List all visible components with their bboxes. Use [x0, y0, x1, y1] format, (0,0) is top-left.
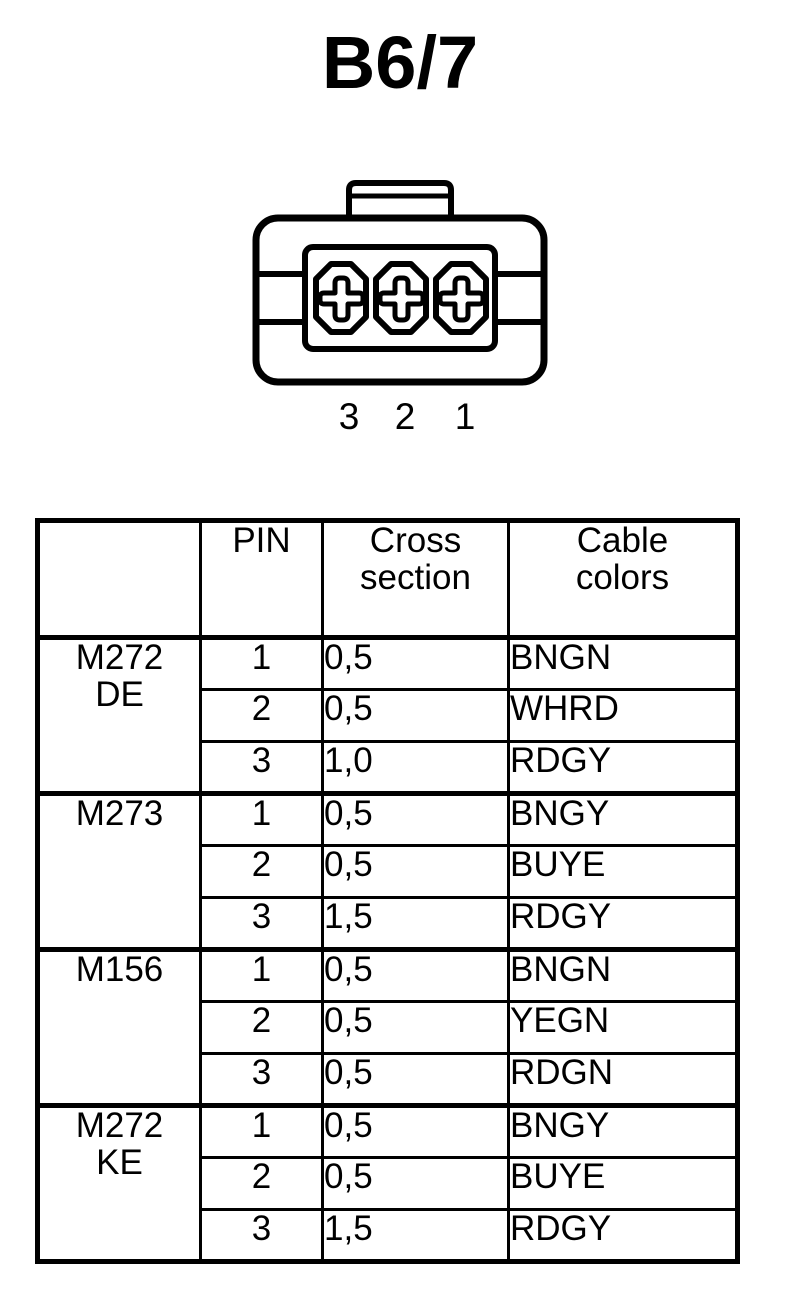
side-ledge-left [256, 271, 307, 325]
header-pin: PIN [199, 519, 324, 639]
connector-body [252, 214, 548, 386]
cross-section-cell: 0,5 [321, 947, 510, 1003]
cable-color-cell: BUYE [507, 1156, 739, 1211]
cavity-housing [302, 244, 498, 352]
cross-section-cell: 0,5 [321, 844, 510, 899]
pin-cell: 2 [199, 1156, 324, 1211]
pin-cell: 2 [199, 688, 324, 743]
header-cable-colors: Cable colors [507, 519, 739, 639]
pin-number-row: 3 2 1 [0, 398, 800, 442]
connector-svg [252, 180, 548, 386]
pin-cell: 1 [199, 947, 324, 1003]
cable-color-cell: RDGY [507, 1208, 739, 1263]
header-cross-section: Cross section [321, 519, 510, 639]
cable-color-cell: BNGY [507, 791, 739, 847]
engine-code-line1: M272 [75, 638, 164, 677]
pin-cell: 1 [199, 635, 324, 691]
pin-cell: 1 [199, 791, 324, 847]
locking-tab-icon [346, 180, 454, 218]
engine-code-cell: M273 [36, 791, 202, 951]
engine-code-line1: M273 [75, 794, 164, 833]
connector-diagram [0, 170, 800, 455]
pin-cell: 3 [199, 896, 324, 951]
header-cable-colors-line2: colors [575, 557, 670, 597]
engine-code-line2: KE [96, 1142, 143, 1182]
engine-code-line1: M272 [75, 1106, 164, 1145]
pin-cell: 3 [199, 740, 324, 795]
cavity-pin-2 [373, 261, 429, 335]
pin-number-3: 3 [338, 396, 360, 437]
pin-cell: 3 [199, 1208, 324, 1263]
cable-color-cell: YEGN [507, 1000, 739, 1055]
engine-code-line1: M156 [75, 950, 164, 989]
cable-color-cell: WHRD [507, 688, 739, 743]
cable-color-cell: RDGY [507, 896, 739, 951]
engine-code-line2: DE [95, 674, 144, 714]
cross-section-cell: 0,5 [321, 635, 510, 691]
pin-cell: 1 [199, 1103, 324, 1159]
cable-color-cell: BNGN [507, 947, 739, 1003]
cross-section-cell: 1,5 [321, 896, 510, 951]
cross-section-cell: 0,5 [321, 1156, 510, 1211]
pin-cell: 2 [199, 1000, 324, 1055]
cable-color-cell: BNGY [507, 1103, 739, 1159]
pin-cell: 3 [199, 1052, 324, 1107]
cable-color-cell: BUYE [507, 844, 739, 899]
pin-number-1: 1 [454, 396, 476, 437]
cross-section-cell: 0,5 [321, 1103, 510, 1159]
pin-number-2: 2 [394, 396, 416, 437]
header-cross-section-line1: Cross [369, 521, 462, 560]
engine-code-cell: M156 [36, 947, 202, 1107]
cross-section-cell: 0,5 [321, 1000, 510, 1055]
cross-section-cell: 0,5 [321, 791, 510, 847]
cavity-pin-3 [313, 261, 369, 335]
cross-section-cell: 1,0 [321, 740, 510, 795]
pin-cell: 2 [199, 844, 324, 899]
header-cable-colors-line1: Cable [576, 521, 669, 560]
cross-section-cell: 0,5 [321, 1052, 510, 1107]
side-ledge-right [493, 271, 544, 325]
cavity-pin-1 [433, 261, 489, 335]
table-header-row: PIN Cross section Cable colors [36, 519, 739, 639]
header-engine [36, 519, 202, 639]
page-title: B6/7 [321, 21, 479, 104]
cable-color-cell: RDGN [507, 1052, 739, 1107]
header-cross-section-line2: section [360, 557, 471, 597]
cross-section-cell: 1,5 [321, 1208, 510, 1263]
cable-color-cell: BNGN [507, 635, 739, 691]
cable-color-cell: RDGY [507, 740, 739, 795]
cross-section-cell: 0,5 [321, 688, 510, 743]
